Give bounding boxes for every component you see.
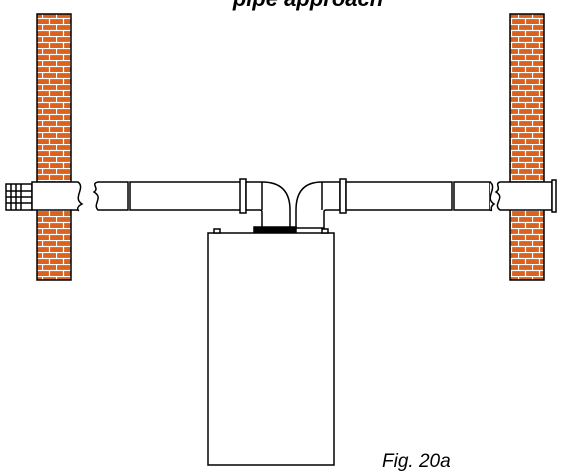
flue-terminal-grille-icon xyxy=(5,183,33,211)
right-flue-pipe xyxy=(295,178,557,229)
left-flue-pipe xyxy=(5,178,291,229)
brick-wall-icon xyxy=(36,13,72,281)
figure-caption: Fig. 20a xyxy=(382,451,451,472)
figure-title: pipe approach xyxy=(208,0,408,12)
boiler-icon xyxy=(207,226,335,466)
brick-wall-icon xyxy=(509,13,545,281)
right-brick-wall xyxy=(509,13,545,281)
left-brick-wall xyxy=(36,13,72,281)
